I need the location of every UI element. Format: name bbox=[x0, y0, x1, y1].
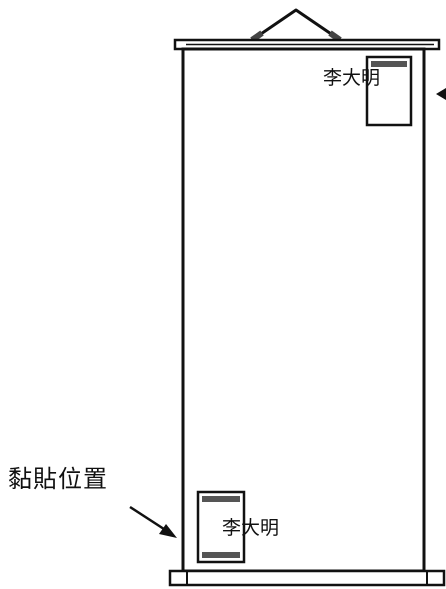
arrow-head bbox=[159, 524, 177, 538]
name-sticker-bottom bbox=[196, 490, 246, 564]
sticker-label-bottom: 李大明 bbox=[222, 517, 279, 539]
arrow-shaft bbox=[129, 505, 168, 533]
name-sticker-top bbox=[365, 55, 413, 127]
placement-caption: 黏貼位置 bbox=[8, 465, 108, 493]
sticker-label-top: 李大明 bbox=[323, 67, 380, 89]
scroll-body bbox=[181, 47, 426, 573]
edge-pointer bbox=[436, 88, 446, 100]
hanging-string bbox=[251, 8, 341, 42]
bottom-rod bbox=[168, 569, 446, 587]
